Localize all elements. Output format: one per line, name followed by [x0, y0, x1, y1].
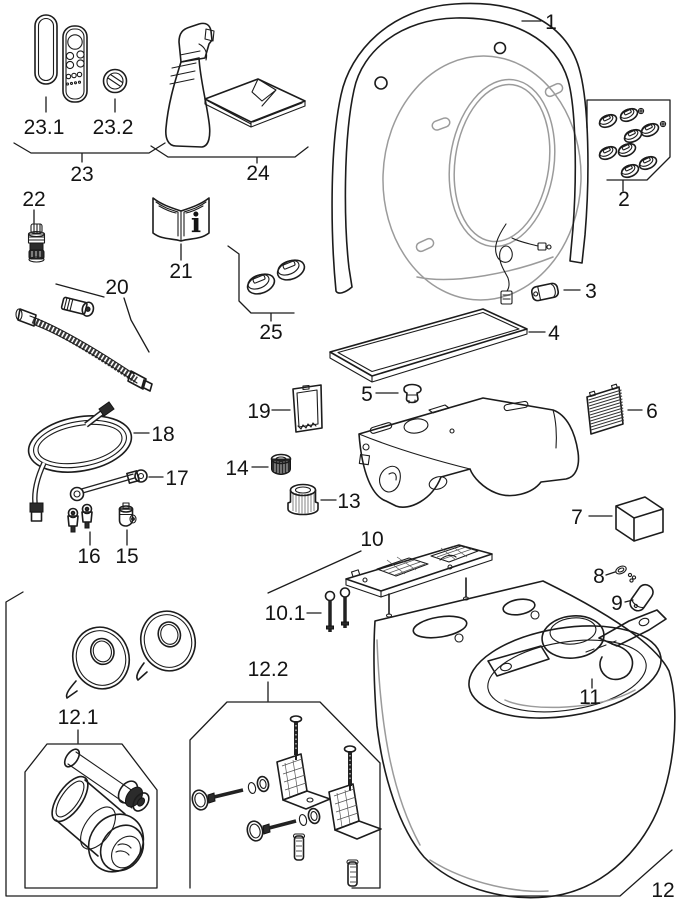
fastening-set-drawing [191, 715, 382, 887]
part-label-3: 3 [585, 280, 597, 303]
mounting-plate-drawing [345, 544, 493, 618]
part-label-12-2: 12.2 [248, 658, 289, 681]
bracket-plate-drawing [292, 384, 323, 433]
ceramic-pan-drawing [373, 580, 676, 899]
plug-connector-drawing [530, 282, 560, 302]
holder-disc-drawing [102, 68, 128, 94]
part-label-9: 9 [611, 592, 623, 615]
part-label-6: 6 [646, 400, 658, 423]
adhesive-tape-rolls [65, 610, 197, 699]
roller-pin-drawing [629, 583, 654, 612]
bracket-12 [5, 591, 673, 897]
box-drawing [615, 496, 664, 542]
seat-ring-drawing [382, 55, 582, 301]
leader-10 [267, 550, 362, 594]
valve-connectors-drawing [67, 503, 93, 533]
part-label-15: 15 [115, 545, 138, 568]
part-label-23-2: 23.2 [93, 116, 134, 139]
part-label-8: 8 [593, 565, 605, 588]
part-label-11: 11 [579, 686, 601, 709]
short-hose-drawing [69, 469, 148, 502]
supply-hose-drawing [15, 296, 153, 392]
seat-cable-drawing [495, 223, 552, 305]
part-label-16: 16 [77, 545, 100, 568]
part-label-2: 2 [618, 188, 630, 211]
angle-connector-drawing [118, 502, 137, 527]
cap-set-drawing [586, 99, 671, 192]
part-label-25: 25 [259, 321, 282, 344]
part-label-5: 5 [361, 383, 373, 406]
part-label-7: 7 [571, 506, 583, 529]
bracket-12-2 [189, 681, 381, 889]
seal-set-drawing [615, 565, 637, 583]
part-label-10-1: 10.1 [265, 602, 306, 625]
part-label-23-1: 23.1 [24, 116, 65, 139]
part-label-22: 22 [22, 188, 45, 211]
part-label-1: 1 [545, 11, 557, 34]
water-hose-drawing [27, 401, 133, 522]
part-label-20: 20 [105, 276, 128, 299]
bracket-12-1 [24, 729, 158, 889]
remote-control-drawing [62, 25, 88, 103]
part-label-14: 14 [225, 457, 249, 480]
damper-set-drawing [246, 259, 306, 295]
part-label-18: 18 [151, 423, 174, 446]
bracket-20 [55, 283, 150, 353]
leader-8 [605, 571, 616, 576]
part-label-23: 23 [70, 163, 93, 186]
spray-bottle-drawing [165, 22, 215, 148]
part-label-12: 12 [651, 879, 674, 900]
manual-book-drawing: i [152, 197, 210, 242]
filter-grille-drawing [586, 383, 625, 435]
support-bracket-drawing [487, 609, 667, 681]
part-label-21: 21 [169, 260, 192, 283]
functional-unit-drawing [358, 397, 580, 508]
part-label-19: 19 [247, 400, 270, 423]
part-label-13: 13 [337, 490, 360, 513]
leader-9 [624, 599, 634, 603]
part-label-24: 24 [246, 162, 270, 185]
part-label-12-1: 12.1 [58, 706, 99, 729]
bracket-23 [13, 142, 166, 163]
cleaning-cloth-drawing [204, 78, 306, 128]
cover-plate-drawing [329, 308, 528, 383]
bolt-set-drawing [324, 587, 351, 632]
clip-drawing [403, 383, 422, 404]
part-label-4: 4 [548, 322, 560, 345]
bracket-24 [150, 145, 309, 164]
pipe-set-drawing [51, 748, 150, 873]
info-icon: i [191, 208, 201, 239]
cable-gland-drawing [27, 223, 46, 263]
bracket-25 [227, 245, 295, 322]
part-label-17: 17 [165, 467, 188, 490]
remote-holder-drawing [34, 14, 58, 85]
ribbed-sleeve-drawing [287, 483, 319, 516]
part-label-10: 10 [360, 528, 383, 551]
sealing-plug-drawing [270, 453, 292, 476]
seat-lid-drawing [331, 2, 589, 294]
